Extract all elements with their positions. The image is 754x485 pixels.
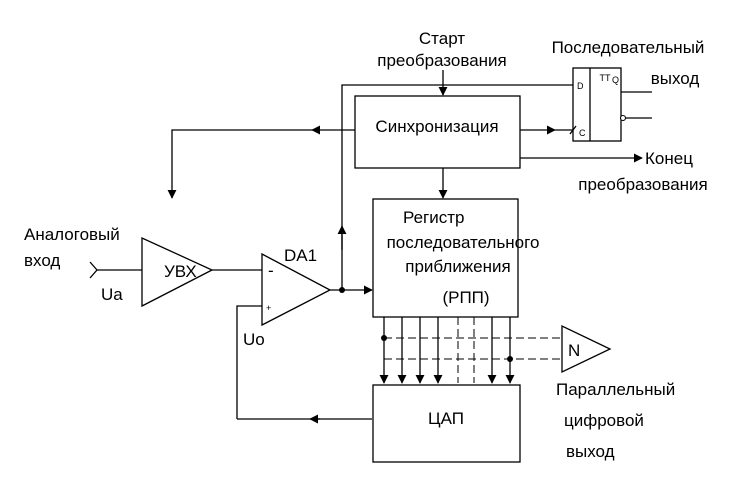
bus-junction-bottom (507, 356, 513, 362)
comparator-to-flipflop-line (341, 84, 573, 290)
serial-output-label-line1: Последовательный (552, 38, 705, 57)
comparator-label: DA1 (284, 246, 317, 265)
sync-to-sample-hold-arrow (167, 129, 312, 199)
parallel-output-label-line2: цифровой (564, 411, 644, 430)
parallel-output-buffer (561, 324, 612, 374)
flip-flop-type-label: TT (600, 73, 611, 83)
start-label-line1: Старт (419, 29, 465, 48)
dac-label: ЦАП (428, 409, 464, 428)
analog-input-label-line2: вход (24, 251, 60, 270)
sar-label-line3: приближения (405, 257, 510, 276)
synchronization-block (354, 95, 521, 169)
flip-flop-d-label: D (577, 81, 584, 91)
comparator-minus-label: - (268, 261, 274, 280)
data-bus-lines (379, 317, 515, 384)
flip-flop-inverted-output-bubble (619, 114, 627, 122)
sar-label-line4: (РПП) (442, 288, 489, 307)
comparator-da1 (261, 252, 332, 327)
analog-input-terminal (89, 261, 98, 279)
serial-output-label-line2: выход (651, 69, 700, 88)
dac-feedback-line-vertical (236, 305, 262, 419)
start-label-line2: преобразования (377, 51, 506, 70)
bus-to-parallel-output-lines (384, 337, 562, 360)
flip-flop (572, 67, 622, 142)
sample-hold-label: УВХ (164, 262, 197, 281)
sar-register-block (372, 198, 519, 318)
analog-input-label-line1: Аналоговый (24, 225, 120, 244)
bus-width-label: N (568, 341, 580, 360)
sample-hold-amplifier (141, 236, 214, 308)
comparator-output-junction (339, 287, 345, 293)
sar-label-line1: Регистр (403, 208, 464, 227)
end-label-line2: преобразования (578, 175, 707, 194)
synchronization-label: Синхронизация (375, 117, 498, 136)
parallel-output-label-line1: Параллельный (556, 380, 675, 399)
end-label-line1: Конец (645, 149, 693, 168)
parallel-output-label-line3: выход (566, 442, 615, 461)
comparator-plus-label: + (266, 303, 271, 313)
bus-junction-top (381, 335, 387, 341)
flip-flop-q-label: Q (612, 75, 619, 85)
flip-flop-c-label: C (579, 128, 586, 138)
sar-label-line2: последовательного (387, 233, 540, 252)
input-voltage-label: Ua (101, 285, 123, 304)
flip-flop-clock-edge (569, 125, 577, 135)
feedback-voltage-label: Uo (243, 330, 265, 349)
dac-block (372, 384, 521, 463)
